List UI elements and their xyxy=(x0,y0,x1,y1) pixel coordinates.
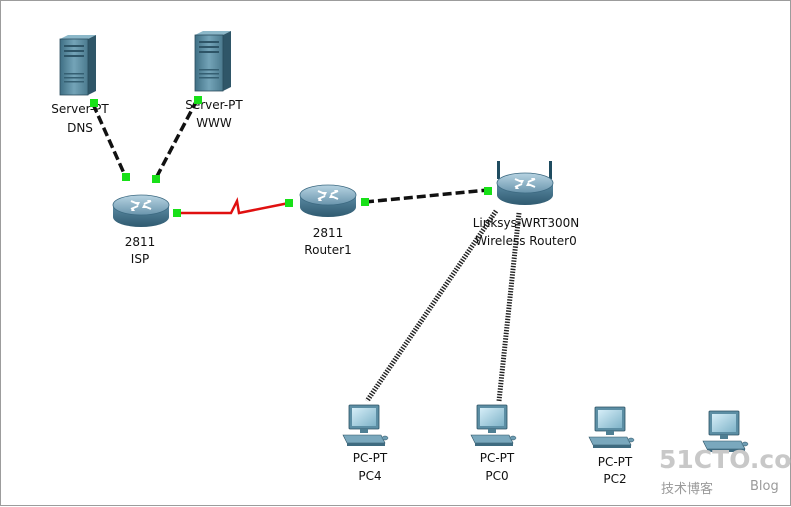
device-name-label: PC0 xyxy=(485,469,508,483)
pc-pc2[interactable]: PC-PT PC2 xyxy=(588,406,635,486)
device-model-label: 2811 xyxy=(125,235,156,249)
device-name-label: Router1 xyxy=(304,243,351,257)
port-status-icon xyxy=(152,175,160,183)
device-model-label: PC-PT xyxy=(353,451,388,465)
device-name-label: PC2 xyxy=(603,472,626,486)
pc-pc4[interactable]: PC-PT PC4 xyxy=(342,404,389,483)
pc-icon xyxy=(588,406,635,449)
port-status-icon xyxy=(122,173,130,181)
port-status-icon xyxy=(285,199,293,207)
link-www-isp[interactable] xyxy=(153,99,199,181)
port-status-icon xyxy=(90,99,98,107)
wireless-link-pc4[interactable] xyxy=(364,209,499,403)
server-icon xyxy=(59,34,97,96)
port-status-icon xyxy=(173,209,181,217)
wireless-router0[interactable]: Linksys-WRT300N Wireless Router0 xyxy=(473,161,580,248)
pc-icon xyxy=(470,404,517,447)
port-status-icon xyxy=(361,198,369,206)
router-icon xyxy=(112,194,170,228)
watermark-brand: 51CTO.com xyxy=(659,445,791,474)
device-model-label: Server-PT xyxy=(51,102,109,116)
router-icon xyxy=(496,172,554,206)
pc-pc0[interactable]: PC-PT PC0 xyxy=(470,404,517,483)
device-model-label: 2811 xyxy=(313,226,344,240)
site-watermark: 51CTO.com 技术博客 Blog xyxy=(659,445,791,497)
watermark-subtitle: 技术博客 xyxy=(661,481,713,497)
device-name-label: Wireless Router0 xyxy=(475,234,576,248)
router-isp[interactable]: 2811 ISP xyxy=(112,194,170,266)
device-model-label: Linksys-WRT300N xyxy=(473,216,580,230)
router-icon xyxy=(299,184,357,218)
device-model-label: PC-PT xyxy=(480,451,515,465)
device-name-label: DNS xyxy=(67,121,93,135)
link-isp-router1-serial[interactable] xyxy=(179,197,290,215)
server-www[interactable]: Server-PT WWW xyxy=(185,30,243,130)
device-name-label: WWW xyxy=(196,116,232,130)
watermark-blog: Blog xyxy=(750,479,779,494)
port-indicators xyxy=(90,96,492,217)
port-status-icon xyxy=(194,96,202,104)
antenna-icon xyxy=(497,161,552,179)
wireless-link-pc0[interactable] xyxy=(496,212,522,402)
pc-icon xyxy=(342,404,389,447)
router-router1[interactable]: 2811 Router1 xyxy=(299,184,357,257)
link-router1-wireless-router[interactable] xyxy=(364,188,489,204)
device-name-label: ISP xyxy=(131,252,149,266)
port-status-icon xyxy=(484,187,492,195)
server-icon xyxy=(194,30,232,92)
device-model-label: PC-PT xyxy=(598,455,633,469)
device-model-label: Server-PT xyxy=(185,98,243,112)
link-dns-isp[interactable] xyxy=(91,103,129,181)
device-name-label: PC4 xyxy=(358,469,381,483)
